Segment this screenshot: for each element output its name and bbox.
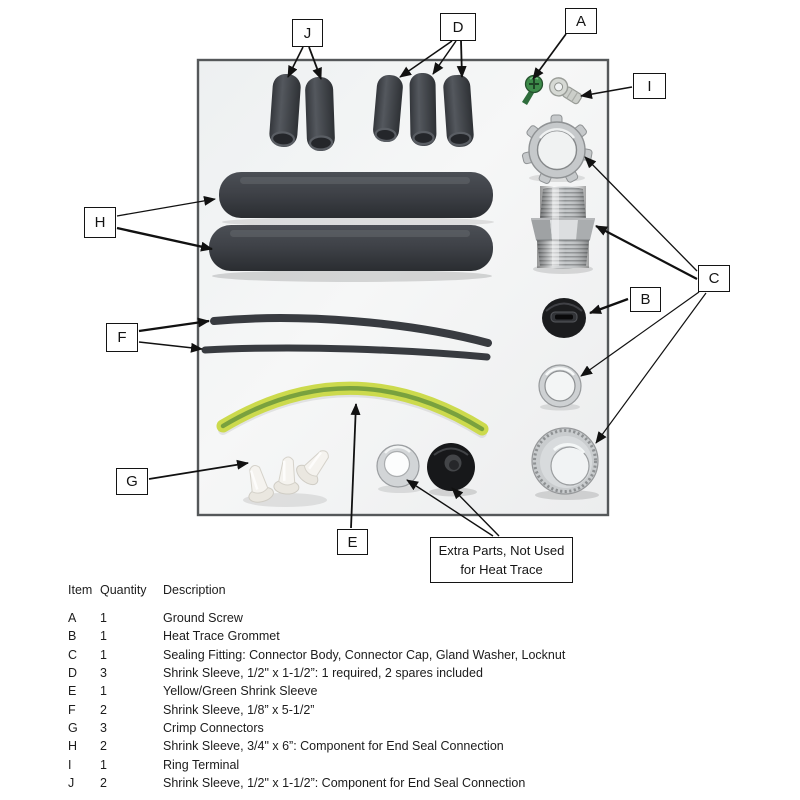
extra-washer: [376, 444, 422, 493]
callout-box-j: J: [292, 19, 323, 47]
row-description: Heat Trace Grommet: [163, 629, 280, 644]
callout-box-a: A: [565, 8, 597, 34]
callout-box-b: B: [630, 287, 661, 312]
row-quantity: 1: [100, 757, 107, 772]
table-row: H 2 Shrink Sleeve, 3/4" x 6”: Component …: [68, 739, 758, 757]
shrink-sleeve-thin-f-1: [210, 314, 492, 347]
parts-table: Item Quantity Description A 1 Ground Scr…: [68, 583, 758, 794]
callout-box-h: H: [84, 207, 116, 238]
shrink-sleeve-thin-f-2: [201, 344, 491, 361]
row-quantity: 1: [100, 629, 107, 644]
parts-table-header: Item Quantity Description: [68, 583, 758, 600]
shrink-sleeve-small-j-1: [269, 73, 301, 148]
callout-box-g: G: [116, 468, 148, 495]
row-item-letter: D: [68, 666, 78, 681]
row-item-letter: C: [68, 647, 78, 662]
shrink-sleeve-large-h-1: [219, 172, 494, 227]
col-header-item: Item: [68, 583, 93, 597]
row-quantity: 1: [100, 684, 107, 699]
extra-parts-note: Extra Parts, Not Used for Heat Trace: [430, 537, 573, 583]
callout-box-i: I: [633, 73, 666, 99]
table-row: F 2 Shrink Sleeve, 1/8” x 5-1/2”: [68, 703, 758, 721]
callout-box-d: D: [440, 13, 476, 41]
table-row: I 1 Ring Terminal: [68, 758, 758, 776]
row-description: Shrink Sleeve, 1/2" x 1-1/2”: 1 required…: [163, 666, 483, 681]
gland-washer: [538, 364, 582, 411]
callout-arrows: [116, 33, 707, 537]
callout-box-f: F: [106, 323, 138, 352]
table-row: B 1 Heat Trace Grommet: [68, 629, 758, 647]
parts-table-body: A 1 Ground Screw B 1 Heat Trace Grommet …: [68, 611, 758, 794]
table-row: A 1 Ground Screw: [68, 611, 758, 629]
row-item-letter: H: [68, 739, 78, 754]
row-quantity: 3: [100, 721, 107, 736]
row-item-letter: I: [68, 757, 72, 772]
row-quantity: 1: [100, 647, 107, 662]
table-row: C 1 Sealing Fitting: Connector Body, Con…: [68, 648, 758, 666]
row-description: Crimp Connectors: [163, 721, 264, 736]
shrink-sleeve-small-d-3: [443, 74, 474, 148]
row-description: Shrink Sleeve, 1/8” x 5-1/2”: [163, 702, 315, 717]
row-quantity: 2: [100, 739, 107, 754]
row-item-letter: A: [68, 611, 77, 625]
row-item-letter: E: [68, 684, 77, 699]
row-quantity: 3: [100, 666, 107, 681]
row-description: Yellow/Green Shrink Sleeve: [163, 684, 318, 699]
table-row: E 1 Yellow/Green Shrink Sleeve: [68, 684, 758, 702]
row-quantity: 2: [100, 776, 107, 791]
yellow-green-shrink-sleeve: [216, 381, 489, 438]
ring-terminal: [548, 77, 583, 105]
row-description: Sealing Fitting: Connector Body, Connect…: [163, 647, 566, 662]
table-row: G 3 Crimp Connectors: [68, 721, 758, 739]
row-description: Ground Screw: [163, 611, 243, 625]
row-item-letter: G: [68, 721, 78, 736]
table-row: J 2 Shrink Sleeve, 1/2" x 1-1/2”: Compon…: [68, 776, 758, 794]
row-description: Shrink Sleeve, 3/4" x 6”: Component for …: [163, 739, 504, 754]
connector-body: [531, 186, 595, 274]
col-header-description: Description: [163, 583, 226, 597]
shrink-sleeve-small-j-2: [305, 76, 335, 152]
connector-cap: [531, 427, 599, 500]
heat-trace-grommet: [542, 298, 586, 338]
shrink-sleeve-small-d-1: [373, 74, 403, 143]
table-row: D 3 Shrink Sleeve, 1/2" x 1-1/2”: 1 requ…: [68, 666, 758, 684]
row-quantity: 2: [100, 702, 107, 717]
row-item-letter: B: [68, 629, 77, 644]
extra-parts-note-line2: for Heat Trace: [460, 562, 543, 577]
row-description: Shrink Sleeve, 1/2" x 1-1/2”: Component …: [163, 776, 526, 791]
crimp-connectors: [240, 442, 338, 507]
shrink-sleeve-small-d-2: [409, 72, 437, 147]
row-item-letter: F: [68, 702, 76, 717]
col-header-quantity: Quantity: [100, 583, 147, 597]
row-description: Ring Terminal: [163, 757, 240, 772]
extra-grommet: [427, 443, 477, 497]
callout-box-c: C: [698, 265, 730, 292]
locknut: [521, 114, 593, 184]
extra-parts-note-line1: Extra Parts, Not Used: [438, 542, 565, 558]
shrink-sleeve-large-h-2: [209, 225, 493, 282]
callout-box-e: E: [337, 529, 368, 555]
row-item-letter: J: [68, 776, 75, 791]
row-quantity: 1: [100, 611, 107, 625]
